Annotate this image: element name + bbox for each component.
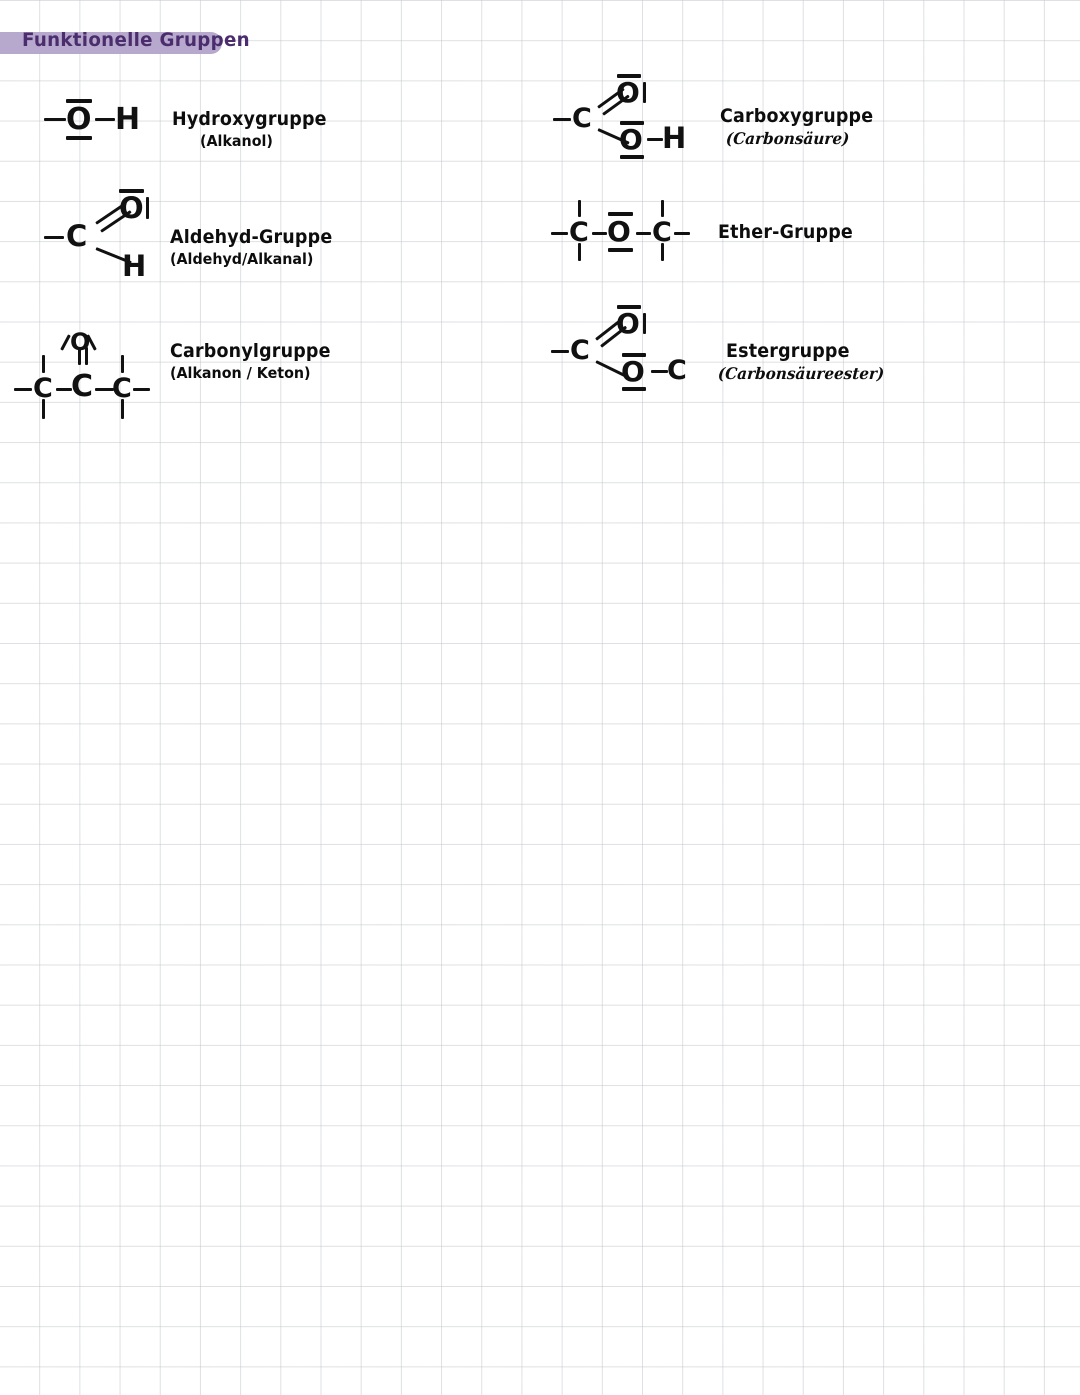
ester-name: Estergruppe	[726, 340, 850, 362]
double-bond-line-1	[78, 347, 81, 365]
bond-c1-o	[592, 232, 607, 235]
lone-pair-top-icon	[608, 212, 633, 216]
bond-o-c2	[636, 232, 651, 235]
bond-right	[133, 388, 150, 391]
atom-o-hydroxyl: O	[619, 123, 643, 156]
atom-o: O	[70, 328, 91, 356]
double-bond-line-2	[85, 347, 88, 365]
lone-pair-bottom-icon	[66, 136, 92, 140]
atom-o-ester: O	[621, 355, 645, 388]
atom-c2: C	[667, 355, 687, 386]
bond-c2-up	[661, 200, 664, 217]
atom-h: H	[122, 249, 147, 283]
bond-c1-c2	[56, 388, 72, 391]
ether-name: Ether-Gruppe	[718, 221, 853, 243]
lone-pair-bottom-icon	[620, 155, 644, 159]
lone-pair-top-icon-2	[620, 121, 644, 125]
ester-labels: Estergruppe (Carbonsäureester)	[717, 340, 893, 383]
ester-subtitle: (Carbonsäureester)	[717, 364, 885, 383]
bond-left	[551, 350, 569, 353]
page-title: Funktionelle Gruppen	[22, 29, 250, 51]
atom-c: C	[66, 219, 88, 253]
aldehyd-subtitle: (Aldehyd/Alkanal)	[170, 250, 314, 268]
hydroxy-subtitle: (Alkanol)	[200, 132, 273, 150]
carboxy-subtitle: (Carbonsäure)	[725, 129, 850, 148]
bond-c1-down	[578, 243, 581, 261]
bond-right	[674, 232, 690, 235]
bond-o-h	[647, 138, 663, 141]
atom-o: O	[66, 102, 92, 137]
bond-left	[553, 118, 571, 121]
atom-o: O	[607, 215, 631, 248]
bond-c1-up	[578, 200, 581, 217]
bond-c2-c3	[95, 388, 114, 391]
bond-c3-down	[121, 399, 124, 419]
bond-left	[44, 118, 66, 121]
atom-c: C	[572, 103, 592, 134]
lone-pair-right-icon	[643, 82, 646, 103]
bond-c3-up	[121, 355, 124, 373]
lone-pair-bottom-icon	[622, 387, 646, 391]
bond-left	[551, 232, 568, 235]
bond-left	[44, 236, 64, 239]
bond-c1-down	[42, 399, 45, 419]
bond-o-h	[95, 118, 115, 121]
lone-pair-top-icon-2	[622, 353, 646, 357]
atom-c: C	[570, 335, 590, 366]
aldehyd-name: Aldehyd-Gruppe	[170, 226, 333, 248]
atom-c1: C	[33, 373, 53, 404]
carbonyl-name: Carbonylgruppe	[170, 340, 331, 362]
atom-c2: C	[652, 217, 672, 248]
ether-labels: Ether-Gruppe	[718, 221, 865, 243]
lone-pair-bottom-icon	[608, 248, 633, 252]
lone-pair-right-icon	[643, 313, 646, 334]
title-highlight-bar	[0, 32, 222, 54]
bond-o-c	[651, 370, 668, 373]
atom-o-carbonyl: O	[616, 307, 640, 340]
atom-c2: C	[71, 369, 94, 404]
bond-c2-down	[661, 243, 664, 261]
bond-left	[14, 388, 32, 391]
carbonyl-labels: Carbonylgruppe (Alkanon / Keton)	[170, 340, 345, 382]
carbonyl-subtitle: (Alkanon / Keton)	[170, 364, 311, 382]
atom-c3: C	[112, 373, 132, 404]
atom-h: H	[662, 121, 687, 155]
atom-o: O	[119, 191, 144, 225]
lone-pair-top-icon	[617, 305, 641, 309]
atom-o-carbonyl: O	[616, 76, 640, 109]
carboxy-name: Carboxygruppe	[720, 105, 874, 127]
bond-c1-up	[42, 355, 45, 373]
carboxy-labels: Carboxygruppe (Carbonsäure)	[720, 105, 887, 148]
hydroxy-labels: Hydroxygruppe (Alkanol)	[172, 108, 340, 150]
atom-h: H	[115, 102, 141, 137]
lone-pair-top-icon	[617, 74, 641, 78]
atom-c1: C	[569, 217, 589, 248]
lone-pair-top-icon	[119, 189, 144, 193]
hydroxy-name: Hydroxygruppe	[172, 108, 327, 130]
lone-pair-top-icon	[66, 99, 92, 103]
lone-pair-right-icon	[146, 197, 149, 219]
aldehyd-labels: Aldehyd-Gruppe (Aldehyd/Alkanal)	[170, 226, 346, 268]
